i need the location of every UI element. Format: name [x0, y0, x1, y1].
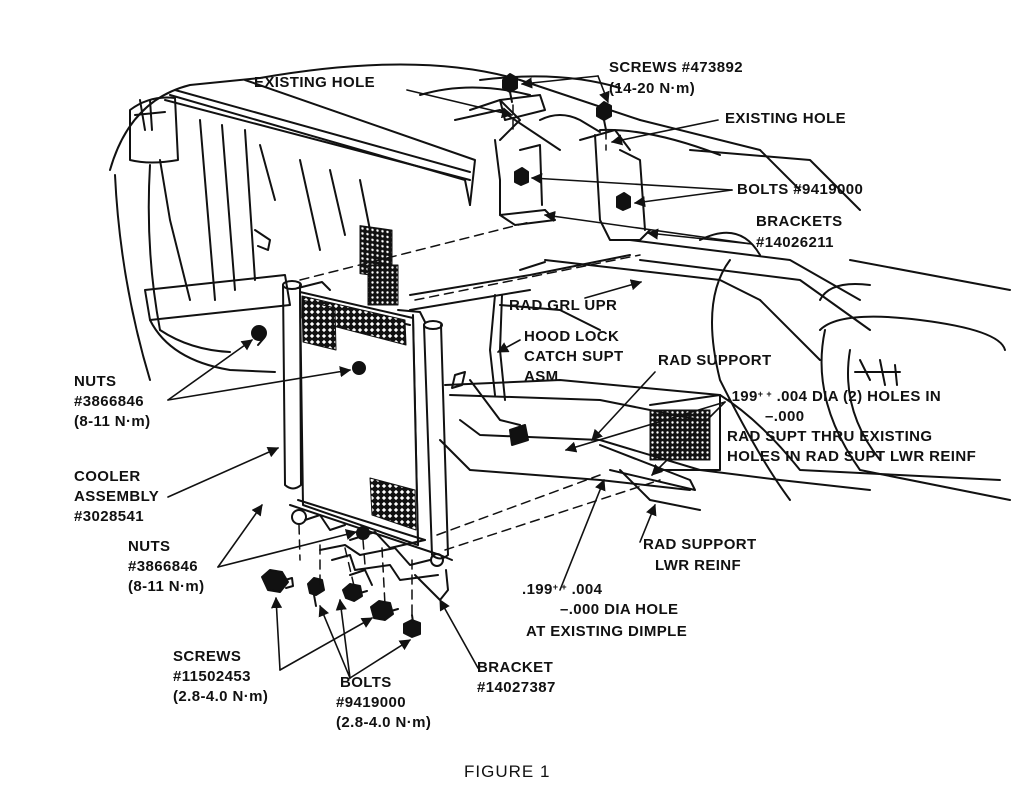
rad-support-label: RAD SUPPORT [658, 352, 772, 369]
existing-hole-right-label: EXISTING HOLE [725, 110, 847, 127]
brackets-label: BRACKETS #14026211 [756, 213, 843, 251]
nuts-top-label: NUTS #3866846 (8-11 N·m) [74, 373, 151, 430]
dia-hole-dimple-label: .199+ + .004 –.000 DIA HOLE AT EXISTING … [522, 581, 688, 640]
bracket-label: BRACKET #14027387 [477, 659, 556, 696]
screws-top-label: SCREWS #473892 (14-20 N·m) [609, 59, 744, 97]
hood-lock-label: HOOD LOCK CATCH SUPT ASM [524, 328, 624, 385]
rad-supt-thru-label: RAD SUPT THRU EXISTING HOLES IN RAD SUPT… [727, 428, 977, 465]
dia-holes-label: .199+ + .004 DIA (2) HOLES IN –.000 [727, 388, 942, 425]
assembly-dash-lines [298, 104, 661, 621]
screws-bottom-label: SCREWS #11502453 (2.8-4.0 N·m) [173, 648, 269, 705]
nuts-bottom-label: NUTS #3866846 (8-11 N·m) [128, 538, 205, 595]
lower-bracket-and-fasteners [261, 73, 631, 638]
upper-brackets [469, 94, 651, 241]
existing-hole-top-label: EXISTING HOLE [254, 74, 376, 91]
cooler-assembly [251, 280, 453, 567]
figure-caption: FIGURE 1 [464, 762, 551, 781]
rad-grl-upr-label: RAD GRL UPR [509, 297, 618, 314]
bolts-top-label: BOLTS #9419000 [737, 181, 864, 198]
bolts-bottom-label: BOLTS #9419000 (2.8-4.0 N·m) [336, 674, 432, 731]
cooler-assembly-label: COOLER ASSEMBLY #3028541 [74, 468, 160, 525]
vehicle-front-outline [109, 63, 1011, 511]
leader-lines [167, 75, 753, 679]
rad-support-lwr-reinf-label: RAD SUPPORT LWR REINF [643, 536, 757, 574]
